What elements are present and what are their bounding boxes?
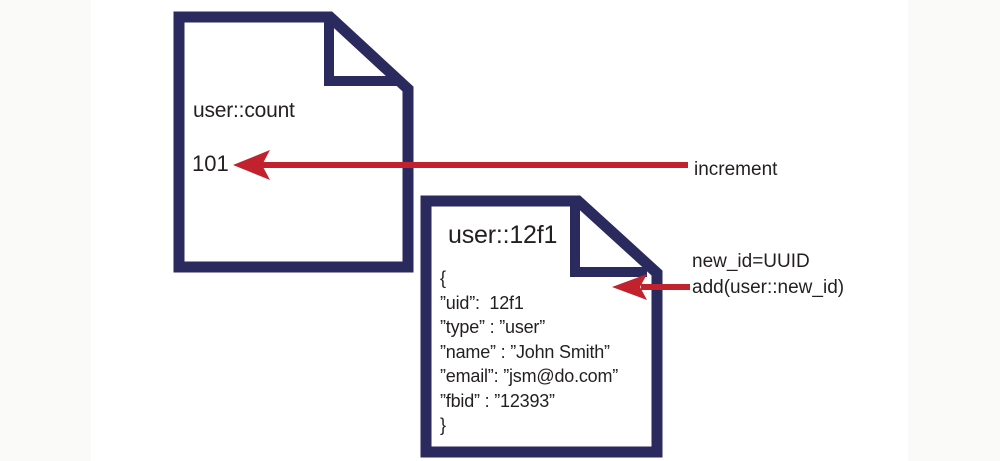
increment-arrowhead-icon [233, 150, 270, 180]
user-doc-body-line: ”fbid” : ”12393” [440, 390, 555, 411]
add-arrow-label-line2: add(user::new_id) [692, 277, 845, 298]
user-doc-body-line: ”uid”: 12f1 [440, 292, 524, 313]
count-document-outline [173, 11, 414, 273]
count-doc-value: 101 [192, 151, 229, 176]
add-arrow-labels: new_id=UUID add(user::new_id) [692, 249, 844, 301]
add-arrowhead-icon [612, 274, 647, 300]
background-band-right [908, 0, 1000, 461]
user-doc-body-line: ”type” : ”user” [440, 317, 546, 337]
user-doc-body-line: { [440, 268, 446, 288]
user-doc-body-line: ”email”: ”jsm@do.com” [440, 366, 619, 386]
add-arrow-label-line1: new_id=UUID [692, 251, 810, 272]
user-doc-body: { ”uid”: 12f1 ”type” : ”user” ”name” : ”… [440, 266, 618, 438]
user-doc-title: user::12f1 [448, 221, 558, 249]
count-doc-title: user::count [193, 99, 295, 122]
user-doc-body-line: } [440, 415, 446, 435]
background-band-left [0, 0, 91, 461]
user-document-outline [420, 195, 663, 458]
count-document-fold-corner [324, 19, 400, 86]
increment-arrow-label: increment [694, 159, 778, 180]
user-doc-body-line: ”name” : ”John Smith” [440, 341, 610, 362]
user-document-fold-corner [570, 203, 647, 277]
